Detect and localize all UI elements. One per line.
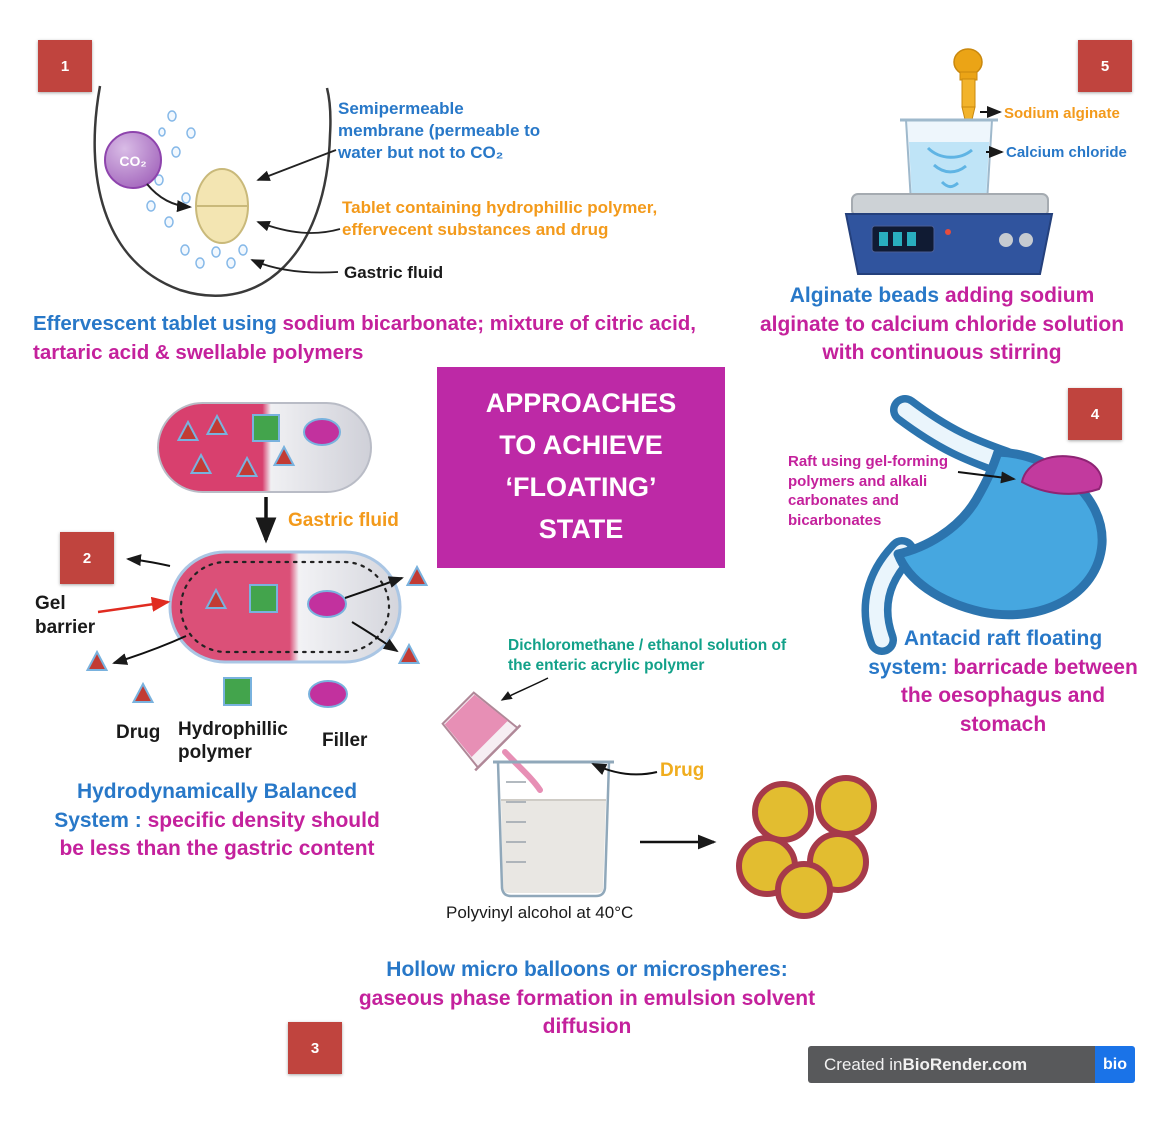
- membrane-leader-line: [256, 149, 337, 181]
- caption-effervescent-magenta: sodium bicarbonate; mixture of citric ac…: [33, 312, 696, 364]
- dropper-icon: [953, 48, 983, 141]
- drug-label: Drug: [660, 760, 705, 781]
- legend-filler-label: Filler: [322, 730, 368, 751]
- legend-polymer-icon: [223, 677, 252, 706]
- magnetic-stirrer-icon: [844, 193, 1054, 275]
- badge-3: 3: [288, 1022, 342, 1074]
- legend-drug-label: Drug: [116, 722, 161, 743]
- raft-arrow: [957, 471, 1016, 484]
- raft-diagram: [861, 395, 1107, 655]
- biorender-logo-text: bio: [1103, 1055, 1127, 1073]
- caption-effervescent-blue: Effervescent tablet using: [33, 312, 283, 335]
- title-line-4: STATE: [538, 513, 624, 544]
- biorender-credit-bar: Created in BioRender.com: [808, 1046, 1095, 1083]
- gel-barrier-label: Gel barrier: [35, 593, 96, 638]
- badge-5: 5: [1078, 40, 1132, 92]
- badge-2-number: 2: [82, 549, 92, 567]
- drug-arrow: [591, 763, 658, 776]
- biorender-logo: bio: [1095, 1046, 1135, 1083]
- calcium-chloride-label: Calcium chloride: [1006, 144, 1127, 161]
- caption-alginate: Alginate beads adding sodium alginate to…: [757, 282, 1127, 368]
- duodenum-inner: [869, 544, 910, 648]
- raft-label: Raft using gel-forming polymers and alka…: [788, 453, 948, 529]
- gastric-leader-line: [250, 259, 339, 274]
- badge-2: 2: [60, 532, 114, 584]
- caption-microballoon: Hollow micro balloons or microspheres: g…: [352, 956, 822, 1042]
- pva-beaker-icon: [493, 760, 614, 898]
- credit-text: Created in: [824, 1054, 903, 1074]
- badge-4-number: 4: [1090, 405, 1100, 423]
- title-line-2: TO ACHIEVE: [499, 429, 663, 460]
- caption-hbs: Hydrodynamically Balanced System : speci…: [42, 778, 392, 864]
- title-line-3: ‘FLOATING’: [505, 471, 657, 502]
- caption-raft: Antacid raft floating system: barricade …: [868, 625, 1138, 739]
- solution-label: Dichloromethane / ethanol solution of th…: [508, 637, 787, 675]
- co2-to-tablet-arrow: [146, 183, 192, 213]
- badge-3-number: 3: [310, 1039, 320, 1057]
- membrane-label: Semipermeable membrane (permeable to wat…: [338, 99, 541, 162]
- release-arrow-3: [112, 635, 187, 665]
- alginate-diagram: [844, 48, 1054, 275]
- caption-hbs-magenta: specific density should be less than the…: [59, 808, 380, 861]
- legend-drug-icon: [132, 683, 154, 703]
- gel-barrier-outline: [179, 560, 391, 654]
- caption-raft-magenta: barricade between the oesophagus and sto…: [900, 655, 1138, 736]
- gastric-fluid-label: Gastric fluid: [344, 263, 444, 282]
- title-box: APPROACHES TO ACHIEVE ‘FLOATING’ STATE: [437, 367, 725, 568]
- gas-bubbles: [146, 110, 248, 269]
- sodium-alginate-label: Sodium alginate: [1004, 105, 1120, 122]
- tablet-label: Tablet containing hydrophillic polymer, …: [342, 198, 658, 239]
- effervescent-diagram: CO₂: [93, 85, 341, 297]
- badge-1-number: 1: [60, 57, 70, 75]
- microspheres-icon: [736, 775, 877, 919]
- tablet-leader-line: [256, 221, 341, 234]
- solution-leader: [500, 677, 549, 701]
- pour-stream: [502, 749, 543, 793]
- gel-barrier-arrow: [97, 596, 171, 614]
- legend-polymer-label: Hydrophillic polymer: [178, 719, 288, 763]
- caption-microballoon-blue: Hollow micro balloons or microspheres:: [386, 958, 788, 981]
- microballoon-diagram: [441, 677, 877, 919]
- hbs-diagram: [86, 402, 428, 708]
- badge-1: 1: [38, 40, 92, 92]
- badge-4: 4: [1068, 388, 1122, 440]
- caption-alginate-magenta: adding sodium alginate to calcium chlori…: [759, 284, 1125, 365]
- caption-alginate-blue: Alginate beads: [789, 284, 945, 307]
- legend-filler-icon: [308, 680, 348, 708]
- caption-effervescent: Effervescent tablet using sodium bicarbo…: [33, 310, 723, 367]
- gastric-fluid-label-2: Gastric fluid: [288, 510, 399, 531]
- badge2-leader: [126, 554, 171, 567]
- caption-hbs-blue: Hydrodynamically Balanced System :: [54, 780, 358, 832]
- co2-label: CO₂: [119, 153, 146, 169]
- credit-brand: BioRender.com: [902, 1054, 1028, 1074]
- pva-label: Polyvinyl alcohol at 40°C: [446, 903, 634, 922]
- stir-beaker-icon: [900, 118, 998, 203]
- caption-microballoon-magenta: gaseous phase formation in emulsion solv…: [358, 986, 816, 1039]
- stomach-outline: [93, 85, 332, 297]
- release-arrow-2: [351, 621, 399, 653]
- pouring-beaker-icon: [441, 691, 522, 772]
- antacid-raft: [1020, 455, 1103, 495]
- caption-raft-blue: Antacid raft floating system:: [868, 627, 1103, 679]
- title-line-1: APPROACHES: [485, 388, 677, 418]
- release-arrow-1: [344, 576, 404, 599]
- co2-bubble: [104, 131, 162, 189]
- badge-5-number: 5: [1100, 57, 1110, 75]
